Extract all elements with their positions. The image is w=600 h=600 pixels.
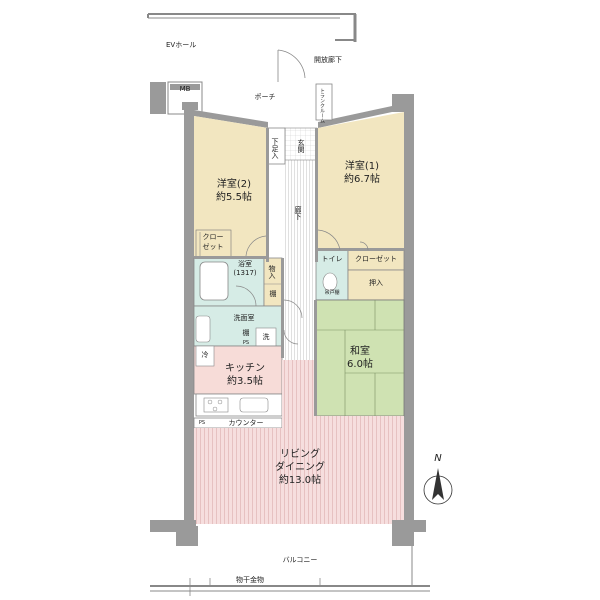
stove [203, 397, 229, 413]
washer-label: 洗 [262, 333, 270, 341]
laundry-hardware-label: 物干金物 [236, 576, 264, 584]
entrance-label: 玄関 [297, 139, 305, 153]
living-size: 約13.0帖 [278, 475, 322, 486]
kitchen-sink [239, 397, 269, 413]
western-room-1-size: 約6.7帖 [344, 174, 380, 185]
western-room-2-name: 洋室(2) [216, 179, 252, 190]
washbasin [195, 315, 211, 343]
living-label-1: リビング [280, 449, 320, 460]
western-room-1 [318, 112, 404, 262]
trunk-room-box [315, 83, 333, 121]
living-dining-floor [194, 428, 404, 524]
living-label-2: ダイニング [275, 462, 325, 473]
counter-label: カウンター [228, 419, 264, 427]
corridor-label: 廊下 [294, 206, 302, 220]
closet-small-box [195, 229, 232, 261]
oshiire-box [347, 269, 405, 301]
western-room-2 [194, 116, 268, 262]
japanese-room-size: 6.0帖 [347, 359, 373, 370]
closet-small-label-1: クロー [202, 233, 224, 241]
left-wall [184, 108, 194, 526]
balcony-label: バルコニー [282, 556, 318, 564]
western-room-2-size: 約5.5帖 [216, 192, 252, 203]
porch-door-swing [277, 49, 306, 82]
trunk-room-label: トランクルーム [319, 88, 325, 123]
bathroom-size: (1317) [233, 269, 257, 277]
toilet-bowl [322, 272, 338, 292]
toilet-shelf-label: 吊戸棚 [324, 290, 340, 296]
right-wall [404, 108, 414, 526]
ps-label: PS [198, 420, 206, 426]
bathtub [199, 261, 229, 301]
japanese-room-name: 和室 [350, 346, 370, 357]
kitchen-name: キッチン [225, 363, 265, 374]
toilet-label: トイレ [321, 255, 343, 263]
mb-label: MB [179, 85, 191, 93]
shoe-storage-label: 下足入 [271, 137, 279, 159]
north-arrow-icon [423, 468, 453, 505]
shelf-label-2: 棚 [242, 329, 250, 337]
closet-label: クローゼット [355, 255, 397, 263]
kitchen-size: 約3.5帖 [227, 376, 263, 387]
washroom-label: 洗面室 [233, 314, 255, 322]
porch-label: ポーチ [254, 93, 276, 101]
storage-label: 物入 [268, 265, 276, 279]
fridge-box [195, 345, 215, 367]
fridge-label: 冷 [201, 351, 209, 359]
ev-hall-label: EVホール [166, 41, 197, 49]
north-label: N [434, 453, 442, 464]
entrance-floor [284, 127, 318, 161]
shelf-label-1: 棚 [269, 290, 277, 298]
ps-small-label: PS [242, 340, 250, 346]
closet-small-label-2: ゼット [202, 243, 224, 251]
oshiire-label: 押入 [369, 279, 383, 287]
western-room-1-name: 洋室(1) [344, 161, 380, 172]
bathroom-name: 浴室 [238, 260, 252, 268]
open-corridor-label: 開放廊下 [314, 56, 342, 64]
japanese-room-floor [315, 299, 405, 417]
